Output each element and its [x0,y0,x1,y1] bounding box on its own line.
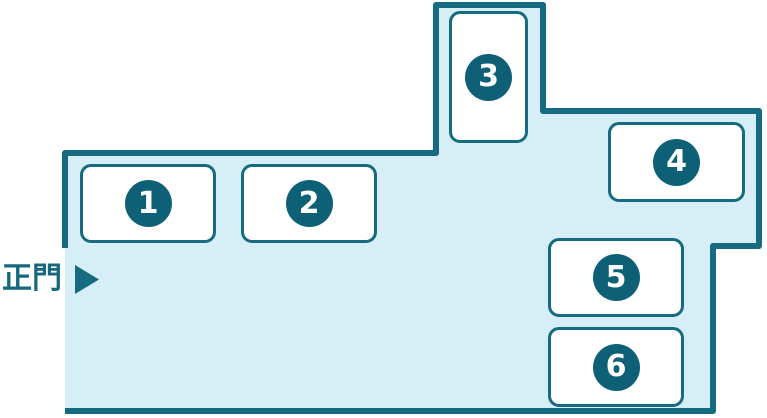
building-3: 3 [449,11,528,143]
building-3-number-badge: 3 [465,53,512,101]
building-5: 5 [548,238,684,317]
building-5-number-badge: 5 [592,254,640,301]
campus-area-border [62,2,762,414]
building-1-number-badge: 1 [124,180,172,227]
building-4-number-badge: 4 [653,138,700,186]
building-2: 2 [241,164,377,243]
building-4: 4 [608,122,745,202]
main-gate-label-group: 正門 [2,264,99,294]
main-gate-label: 正門 [2,261,62,296]
gate-arrow-icon [75,264,99,294]
building-6: 6 [548,327,684,407]
building-2-number-badge: 2 [285,180,333,227]
building-1: 1 [80,164,216,243]
building-6-number-badge: 6 [592,343,640,391]
